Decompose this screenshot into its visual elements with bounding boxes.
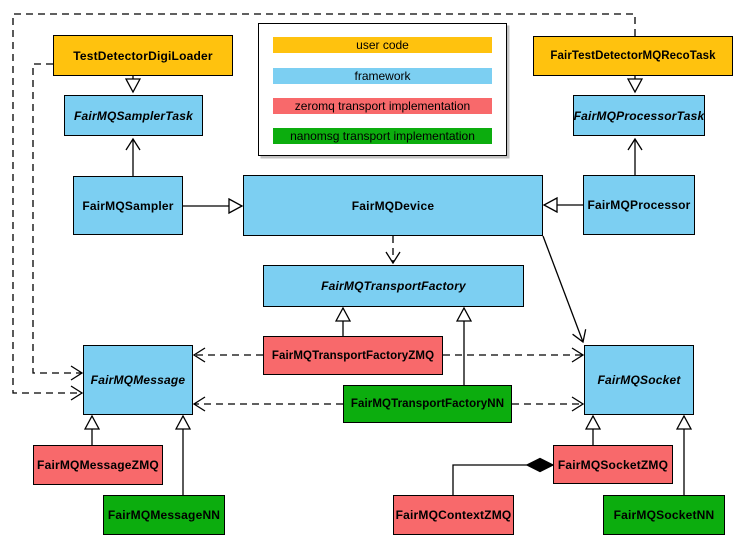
- node-fairmqsocketnn: FairMQSocketNN: [603, 495, 725, 535]
- edge-digiloader-message: [32, 63, 84, 381]
- node-fairmqtransportfactorynn: FairMQTransportFactoryNN: [343, 385, 512, 423]
- node-fairmqprocessortask: FairMQProcessorTask: [573, 95, 705, 136]
- edge-recotask-message: [12, 13, 636, 401]
- node-fairmqsocket: FairMQSocket: [584, 345, 694, 415]
- node-fairtestdetectormqrecotask: FairTestDetectorMQRecoTask: [533, 36, 733, 76]
- node-fairmqsampler: FairMQSampler: [73, 176, 183, 235]
- edge-device-socket: [542, 235, 587, 344]
- node-fairmqdevice: FairMQDevice: [243, 175, 543, 236]
- node-fairmqmessage: FairMQMessage: [83, 345, 193, 415]
- legend-item-zeromq: zeromq transport implementation: [273, 98, 492, 114]
- composition-diamond-icon: [525, 457, 555, 473]
- node-fairmqtransportfactory: FairMQTransportFactory: [263, 265, 524, 307]
- node-fairmqmessagenn: FairMQMessageNN: [103, 495, 225, 535]
- node-fairmqmessagezmq: FairMQMessageZMQ: [33, 445, 163, 485]
- legend-item-nanomsg: nanomsg transport implementation: [273, 128, 492, 144]
- edge-contextzmq-socketzmq: [452, 464, 527, 495]
- node-fairmqcontextzmq: FairMQContextZMQ: [393, 495, 514, 535]
- node-testdetectordigiloader: TestDetectorDigiLoader: [53, 35, 233, 76]
- legend-item-framework: framework: [273, 68, 492, 84]
- node-fairmqsocketzmq: FairMQSocketZMQ: [553, 445, 673, 484]
- legend: user code framework zeromq transport imp…: [258, 23, 507, 156]
- node-fairmqsamplertask: FairMQSamplerTask: [64, 95, 203, 136]
- legend-item-user-code: user code: [273, 37, 492, 53]
- node-fairmqprocessor: FairMQProcessor: [583, 175, 695, 235]
- node-fairmqtransportfactoryzmq: FairMQTransportFactoryZMQ: [263, 336, 443, 375]
